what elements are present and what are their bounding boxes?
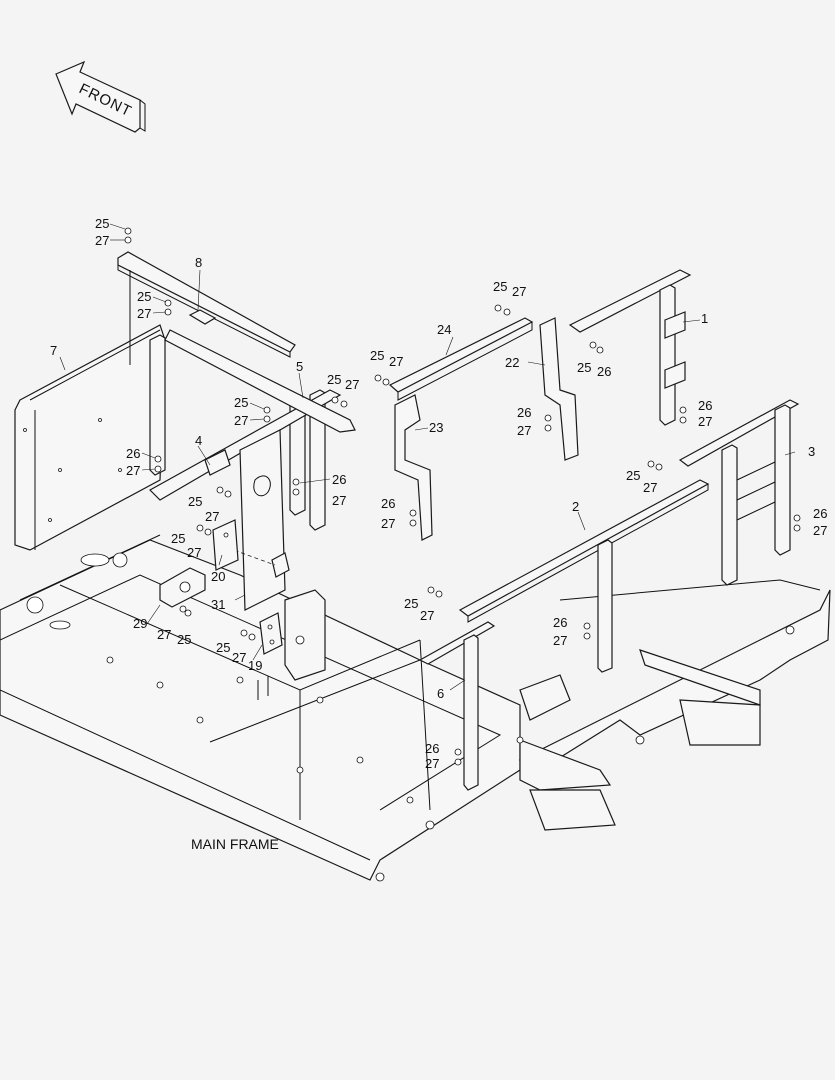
callout-25: 25 xyxy=(626,468,640,483)
callout-25: 25 xyxy=(577,360,591,375)
callout-23: 23 xyxy=(429,420,443,435)
callout-26: 26 xyxy=(698,398,712,413)
callout-27: 27 xyxy=(553,633,567,648)
part-3-frame xyxy=(678,399,800,586)
callout-26: 26 xyxy=(425,741,439,756)
callout-19: 19 xyxy=(248,658,262,673)
callout-27: 27 xyxy=(420,608,434,623)
callout-27: 27 xyxy=(126,463,140,478)
callout-27: 27 xyxy=(95,233,109,248)
part-29-block xyxy=(159,567,206,608)
callout-26: 26 xyxy=(332,472,346,487)
callout-27: 27 xyxy=(381,516,395,531)
callout-27: 27 xyxy=(698,414,712,429)
callout-5: 5 xyxy=(296,359,303,374)
callout-27: 27 xyxy=(205,509,219,524)
callout-27: 27 xyxy=(425,756,439,771)
callout-26: 26 xyxy=(553,615,567,630)
callout-25: 25 xyxy=(95,216,109,231)
main-frame-caption: MAIN FRAME xyxy=(191,836,279,852)
center-support xyxy=(284,589,326,681)
callout-27: 27 xyxy=(345,377,359,392)
callout-27: 27 xyxy=(234,413,248,428)
part-22-bracket xyxy=(539,317,579,461)
callout-26: 26 xyxy=(381,496,395,511)
callout-25: 25 xyxy=(493,279,507,294)
callout-26: 26 xyxy=(597,364,611,379)
part-6-post xyxy=(418,621,496,791)
part-19-bracket xyxy=(259,612,283,655)
callout-25: 25 xyxy=(404,596,418,611)
callout-24: 24 xyxy=(437,322,451,337)
callout-27: 27 xyxy=(512,284,526,299)
callout-8: 8 xyxy=(195,255,202,270)
callout-27: 27 xyxy=(517,423,531,438)
callout-7: 7 xyxy=(50,343,57,358)
callout-25: 25 xyxy=(177,632,191,647)
callout-4: 4 xyxy=(195,433,202,448)
callout-25: 25 xyxy=(234,395,248,410)
callout-20: 20 xyxy=(211,569,225,584)
callout-labels: 25 27 8 25 27 7 5 25 27 4 26 27 25 27 25… xyxy=(50,216,827,771)
callout-25: 25 xyxy=(137,289,151,304)
callout-25: 25 xyxy=(370,348,384,363)
part-20-bracket xyxy=(212,519,239,571)
callout-27: 27 xyxy=(157,627,171,642)
callout-22: 22 xyxy=(505,355,519,370)
callout-27: 27 xyxy=(389,354,403,369)
callout-27: 27 xyxy=(332,493,346,508)
main-frame xyxy=(0,534,831,882)
callout-29: 29 xyxy=(133,616,147,631)
callout-25: 25 xyxy=(171,531,185,546)
part-1-frame xyxy=(568,269,692,426)
callout-27: 27 xyxy=(187,545,201,560)
part-23-bracket xyxy=(394,394,433,541)
callout-6: 6 xyxy=(437,686,444,701)
callout-2: 2 xyxy=(572,499,579,514)
callout-25: 25 xyxy=(216,640,230,655)
callout-3: 3 xyxy=(808,444,815,459)
leader-lines xyxy=(59,223,796,691)
callout-1: 1 xyxy=(701,311,708,326)
callout-31: 31 xyxy=(211,597,225,612)
callout-26: 26 xyxy=(517,405,531,420)
callout-27: 27 xyxy=(137,306,151,321)
callout-25: 25 xyxy=(188,494,202,509)
part-7-side-panel xyxy=(14,324,166,551)
part-24-beam xyxy=(388,317,534,401)
callout-27: 27 xyxy=(232,650,246,665)
front-direction-arrow: FRONT xyxy=(55,60,146,133)
part-2-beam xyxy=(458,479,710,673)
part-8-top-beam xyxy=(117,251,296,365)
callout-27: 27 xyxy=(643,480,657,495)
callout-25: 25 xyxy=(327,372,341,387)
fasteners xyxy=(124,227,801,766)
callout-26: 26 xyxy=(126,446,140,461)
part-31-center-plate xyxy=(227,429,290,611)
callout-26: 26 xyxy=(813,506,827,521)
callout-27: 27 xyxy=(813,523,827,538)
part-4-5-posts xyxy=(149,329,356,531)
